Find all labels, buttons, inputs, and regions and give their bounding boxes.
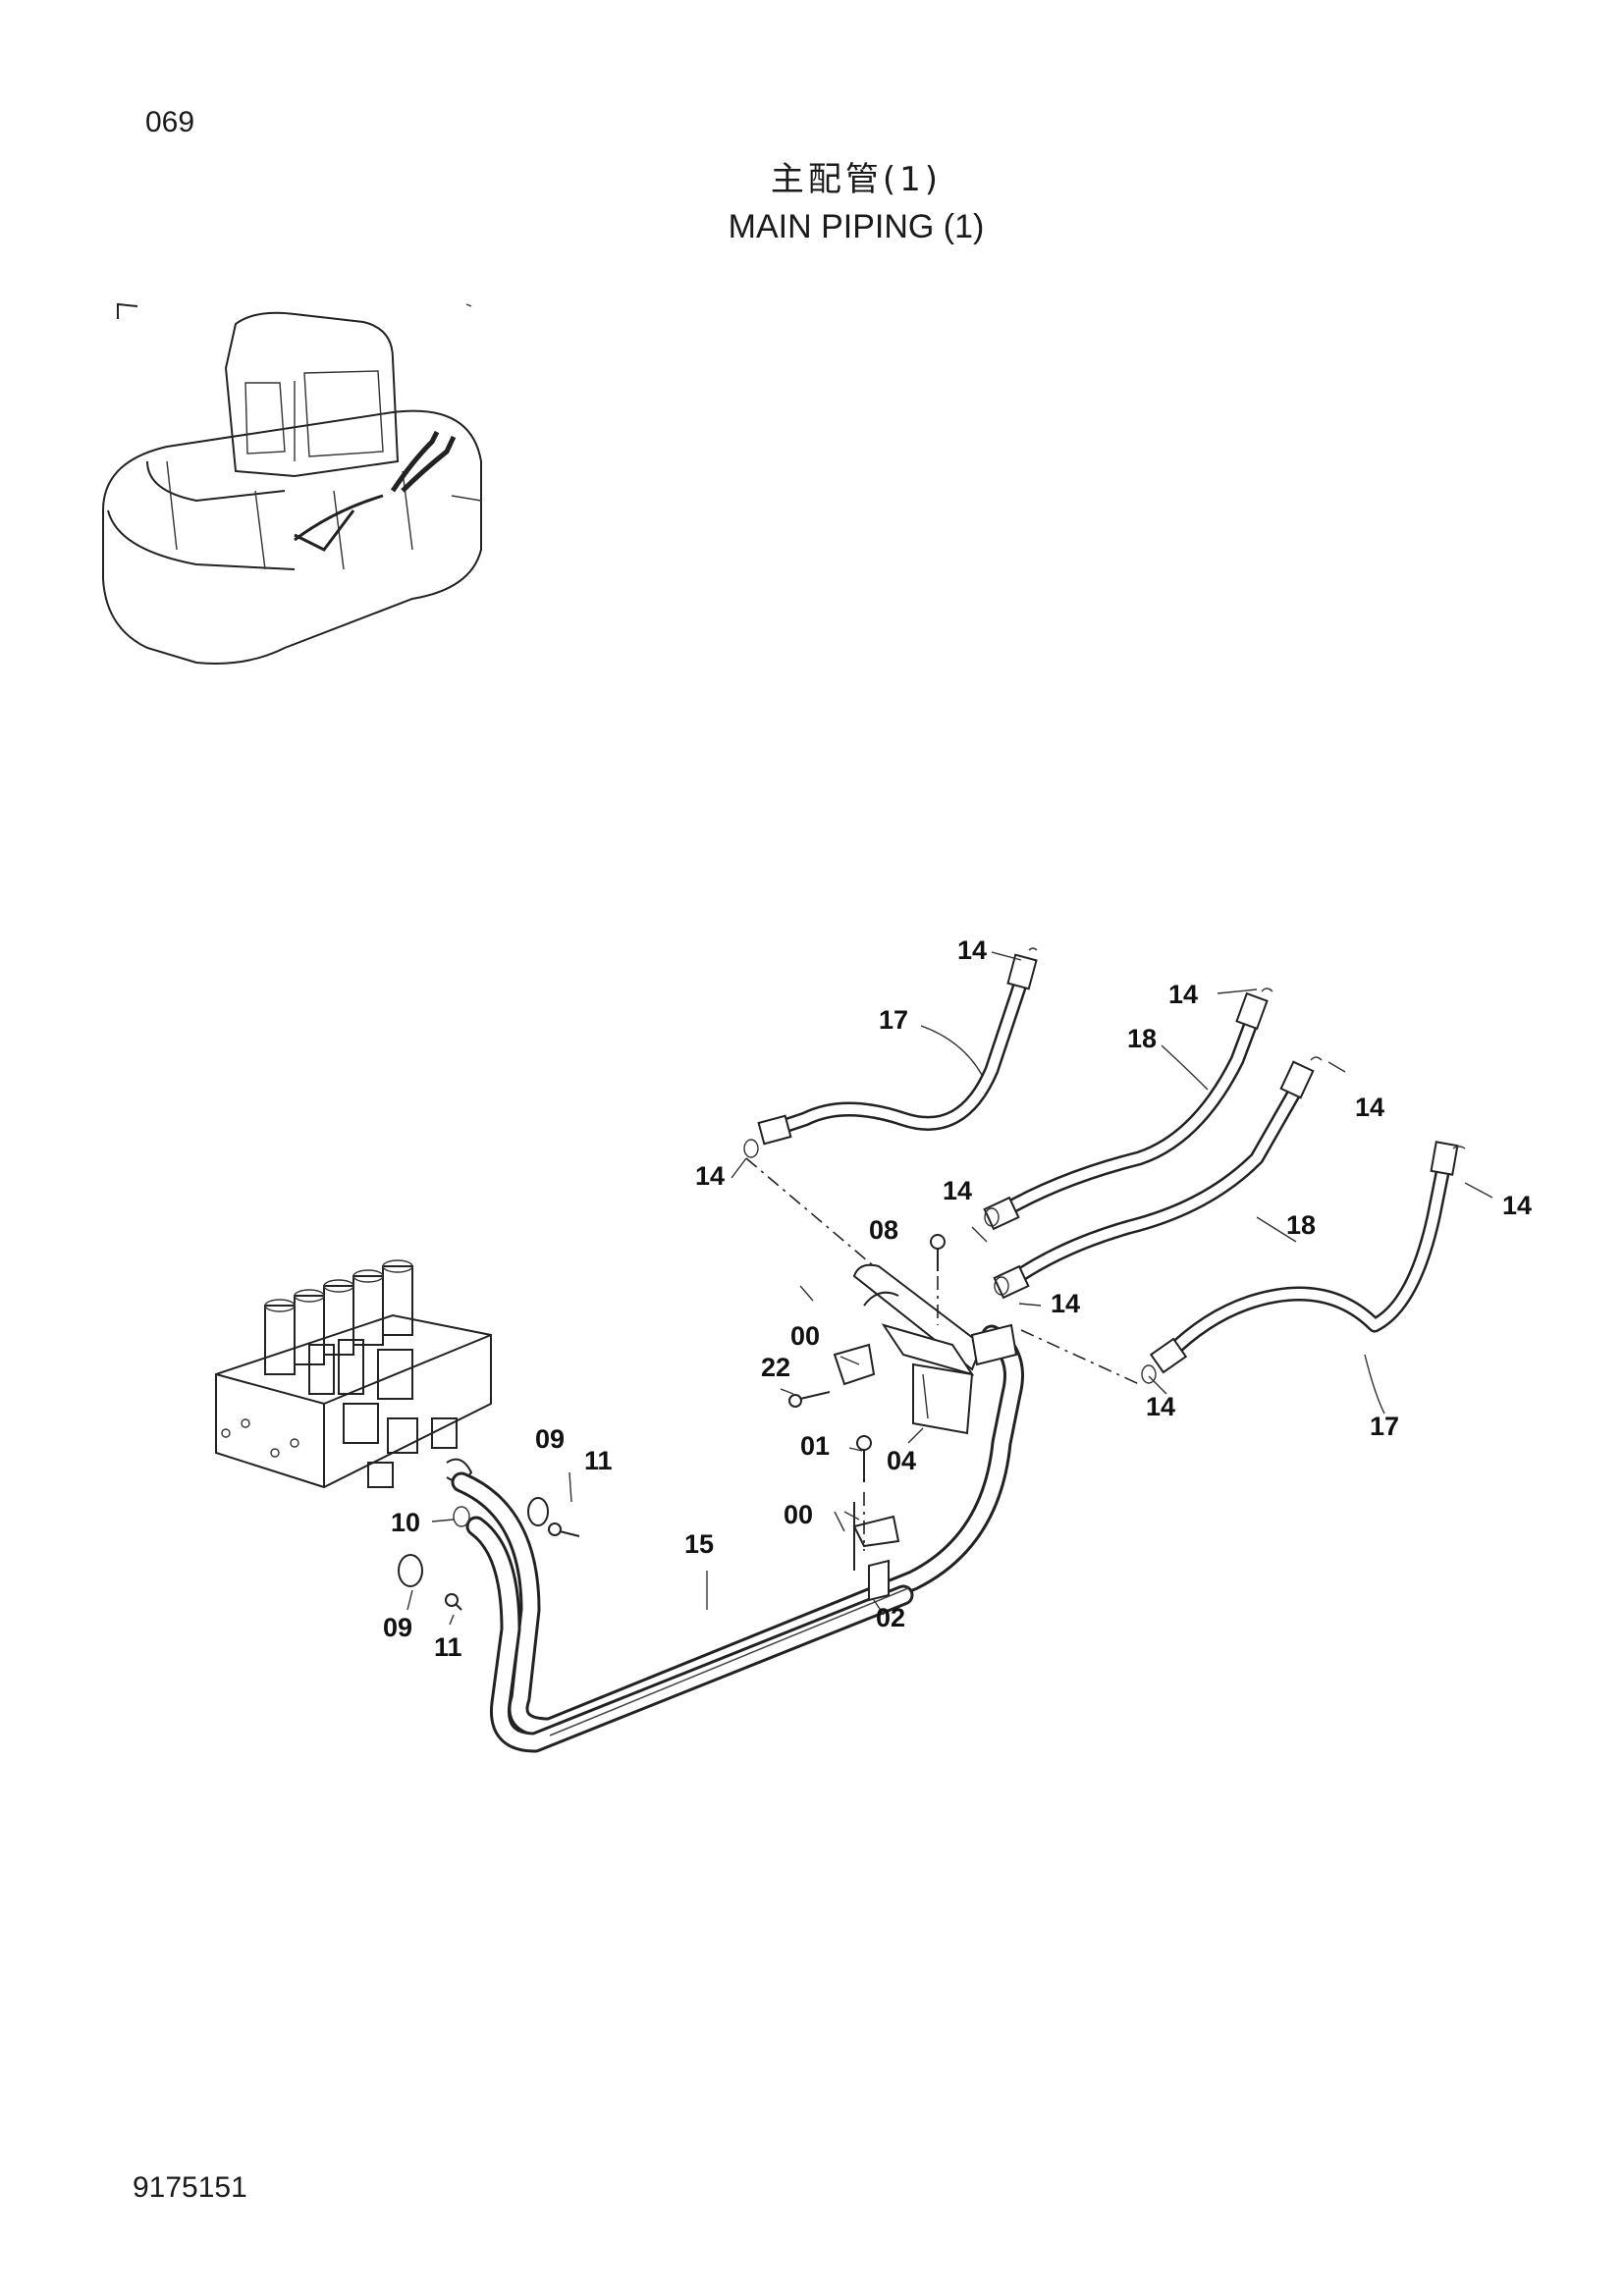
callout-14d: 14 <box>1502 1191 1532 1220</box>
callout-14h: 14 <box>1146 1392 1175 1421</box>
callout-11a: 11 <box>584 1446 613 1475</box>
callout-22: 22 <box>761 1353 790 1382</box>
callout-09b: 09 <box>383 1613 412 1642</box>
callout-18a: 18 <box>1127 1024 1157 1053</box>
assembly-lines <box>745 1157 1140 1551</box>
callout-08: 08 <box>869 1215 898 1245</box>
page-title-chinese: 主配管(1) <box>770 160 943 199</box>
hose-18-lower <box>993 1060 1315 1300</box>
callout-14e: 14 <box>695 1161 725 1191</box>
callout-04: 04 <box>887 1446 916 1475</box>
callout-14b: 14 <box>1168 980 1198 1009</box>
o-rings <box>743 947 1466 1384</box>
hose-17-left <box>757 953 1038 1146</box>
callout-14f: 14 <box>943 1176 972 1205</box>
page-title-english: MAIN PIPING (1) <box>728 208 985 245</box>
hose-17-right <box>1149 1141 1459 1374</box>
hose-18-upper <box>983 991 1269 1231</box>
page-number: 069 <box>145 106 195 138</box>
callout-14c: 14 <box>1355 1093 1384 1122</box>
callout-14g: 14 <box>1051 1289 1080 1318</box>
callout-09a: 09 <box>535 1424 565 1454</box>
callout-17a: 17 <box>879 1005 908 1035</box>
callout-10: 10 <box>391 1508 420 1537</box>
document-id: 9175151 <box>133 2171 247 2204</box>
callout-11b: 11 <box>434 1632 462 1662</box>
main-pipe <box>451 1324 1024 1753</box>
callout-18b: 18 <box>1286 1210 1316 1240</box>
callout-00a: 00 <box>790 1321 820 1351</box>
callout-17b: 17 <box>1370 1412 1399 1441</box>
callout-14a: 14 <box>957 935 987 965</box>
control-valve-block <box>215 1259 492 1489</box>
callout-labels: 14 17 14 18 14 14 14 18 14 08 14 00 22 0… <box>383 935 1532 1662</box>
callout-15: 15 <box>684 1529 714 1559</box>
excavator-overview-illustration <box>102 302 482 665</box>
callout-leaders <box>406 951 1493 1626</box>
callout-00b: 00 <box>784 1500 813 1529</box>
pipe-manifold-bracket <box>398 1234 1018 1611</box>
callout-01: 01 <box>800 1431 830 1461</box>
callout-02: 02 <box>876 1603 905 1632</box>
title-block: 主配管(1) MAIN PIPING (1) <box>0 152 1624 246</box>
